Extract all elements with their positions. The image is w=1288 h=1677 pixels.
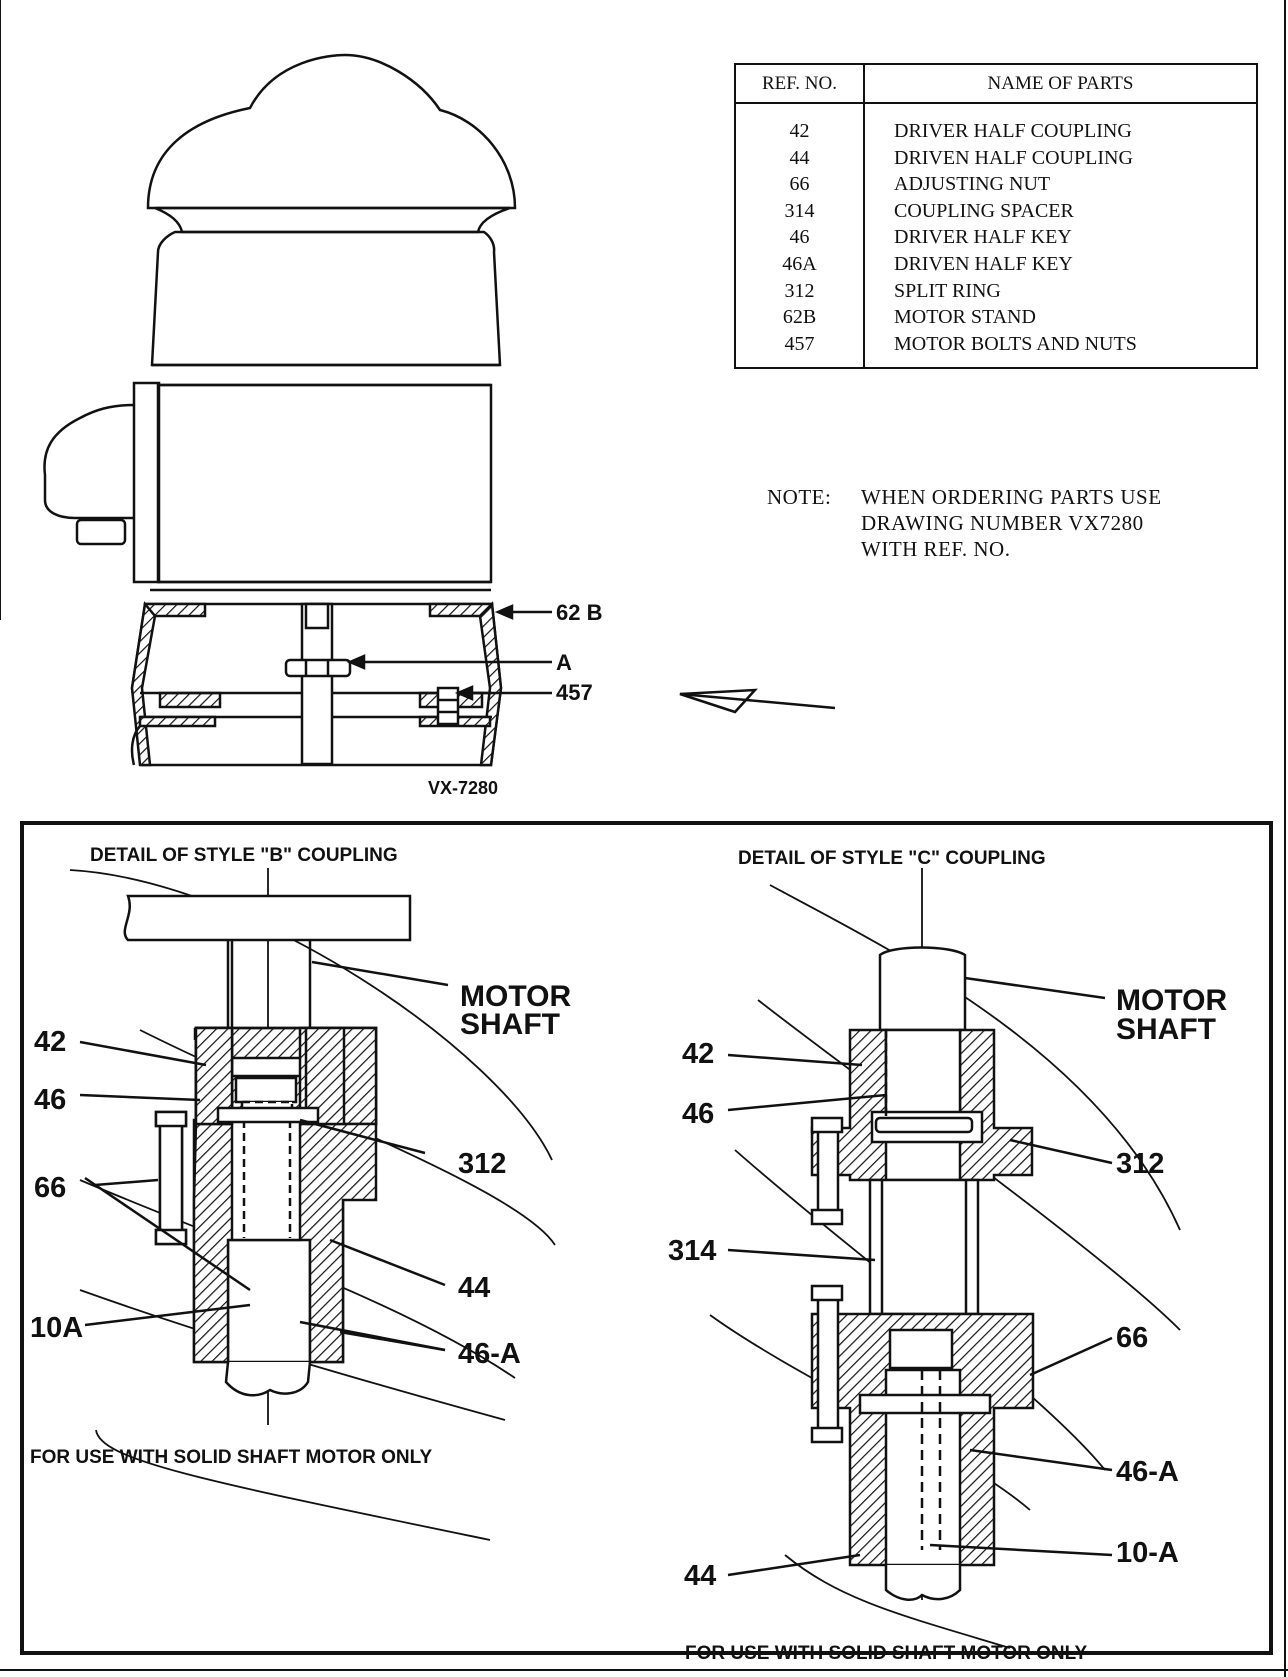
note-line: WITH REF. NO. — [861, 537, 1011, 561]
style-b-callout-66: 66 — [34, 1172, 67, 1204]
callout-62b: 62 B — [556, 600, 603, 625]
part-name-cell: SPLIT RING — [894, 279, 1001, 302]
table-row: 457 MOTOR BOLTS AND NUTS — [736, 333, 1256, 359]
note-prefix: NOTE: — [767, 485, 832, 509]
part-name-cell: MOTOR BOLTS AND NUTS — [894, 332, 1137, 355]
ref-no-cell: 66 — [789, 173, 810, 196]
style-b-motor-label: MOTOR — [460, 980, 572, 1013]
ref-no-cell: 312 — [784, 279, 815, 302]
style-c-callout-66: 66 — [1116, 1322, 1149, 1354]
table-row: 314 COUPLING SPACER — [736, 200, 1256, 226]
callout-a: A — [556, 650, 572, 675]
style-b-callout-42: 42 — [34, 1026, 67, 1058]
part-name-cell: DRIVER HALF KEY — [894, 226, 1072, 249]
style-b-shaft-label: SHAFT — [460, 1008, 560, 1041]
table-row: 46A DRIVEN HALF KEY — [736, 253, 1256, 279]
note-line: WHEN ORDERING PARTS USE — [861, 485, 1162, 509]
table-row: 46 DRIVER HALF KEY — [736, 226, 1256, 252]
part-name-cell: DRIVEN HALF KEY — [894, 253, 1073, 275]
drawing-number: VX-7280 — [428, 778, 499, 798]
callout-457: 457 — [556, 680, 593, 705]
style-c-motor-label: MOTOR — [1116, 984, 1228, 1017]
table-row: 44 DRIVEN HALF COUPLING — [736, 147, 1256, 173]
part-name-cell: COUPLING SPACER — [894, 199, 1074, 222]
style-c-shaft-label: SHAFT — [1116, 1013, 1216, 1046]
style-b-callout-44: 44 — [458, 1272, 491, 1304]
style-b-callout-46: 46 — [34, 1084, 67, 1116]
style-c-callout-312: 312 — [1116, 1148, 1165, 1180]
table-row: 62B MOTOR STAND — [736, 306, 1256, 332]
style-b-coupling — [123, 868, 412, 1425]
style-c-callout-44: 44 — [684, 1560, 717, 1592]
style-c-callout-46a: 46-A — [1116, 1456, 1179, 1488]
note-line: DRAWING NUMBER VX7280 — [861, 511, 1144, 535]
style-c-callout-10a: 10-A — [1116, 1537, 1179, 1569]
ref-no-cell: 457 — [784, 332, 815, 355]
ref-no-cell: 46 — [789, 226, 810, 249]
table-row: 312 SPLIT RING — [736, 280, 1256, 306]
style-c-callout-42: 42 — [682, 1038, 715, 1070]
ref-no-cell: 46A — [782, 253, 817, 275]
motor-assembly — [43, 53, 517, 767]
table-row: 42 DRIVER HALF COUPLING — [736, 120, 1256, 146]
style-b-callout-10a: 10A — [30, 1312, 84, 1344]
style-b-leaders — [79, 960, 449, 1352]
ref-no-cell: 314 — [784, 199, 815, 222]
style-b-callout-312: 312 — [458, 1148, 507, 1180]
ref-no-cell: 62B — [782, 306, 817, 329]
name-of-parts-header: NAME OF PARTS — [987, 73, 1134, 94]
parts-table: REF. NO. NAME OF PARTS 42 DRIVER HALF COU… — [734, 63, 1258, 369]
style-c-leaders — [727, 976, 1113, 1577]
style-b-title: DETAIL OF STYLE "B" COUPLING — [90, 845, 398, 866]
style-c-coupling — [810, 868, 1035, 1601]
ref-no-cell: 44 — [789, 146, 810, 169]
style-b-caption: FOR USE WITH SOLID SHAFT MOTOR ONLY — [30, 1447, 433, 1468]
part-name-cell: MOTOR STAND — [894, 306, 1036, 329]
style-c-caption: FOR USE WITH SOLID SHAFT MOTOR ONLY — [685, 1643, 1088, 1664]
style-c-callout-46: 46 — [682, 1098, 715, 1130]
table-header — [736, 65, 1256, 104]
motor-leaders — [346, 604, 552, 701]
style-c-callout-314: 314 — [668, 1235, 717, 1267]
style-c-title: DETAIL OF STYLE "C" COUPLING — [738, 848, 1046, 869]
ref-no-cell: 42 — [789, 120, 810, 142]
detail-frame — [20, 821, 1273, 1655]
part-name-cell: DRIVER HALF COUPLING — [894, 120, 1132, 142]
part-name-cell: DRIVEN HALF COUPLING — [894, 146, 1133, 169]
style-b-callout-46a: 46-A — [458, 1338, 521, 1370]
part-name-cell: ADJUSTING NUT — [894, 173, 1051, 196]
table-row: 66 ADJUSTING NUT — [736, 173, 1256, 199]
stray-arrow — [679, 688, 836, 714]
ref-no-header: REF. NO. — [761, 73, 838, 94]
